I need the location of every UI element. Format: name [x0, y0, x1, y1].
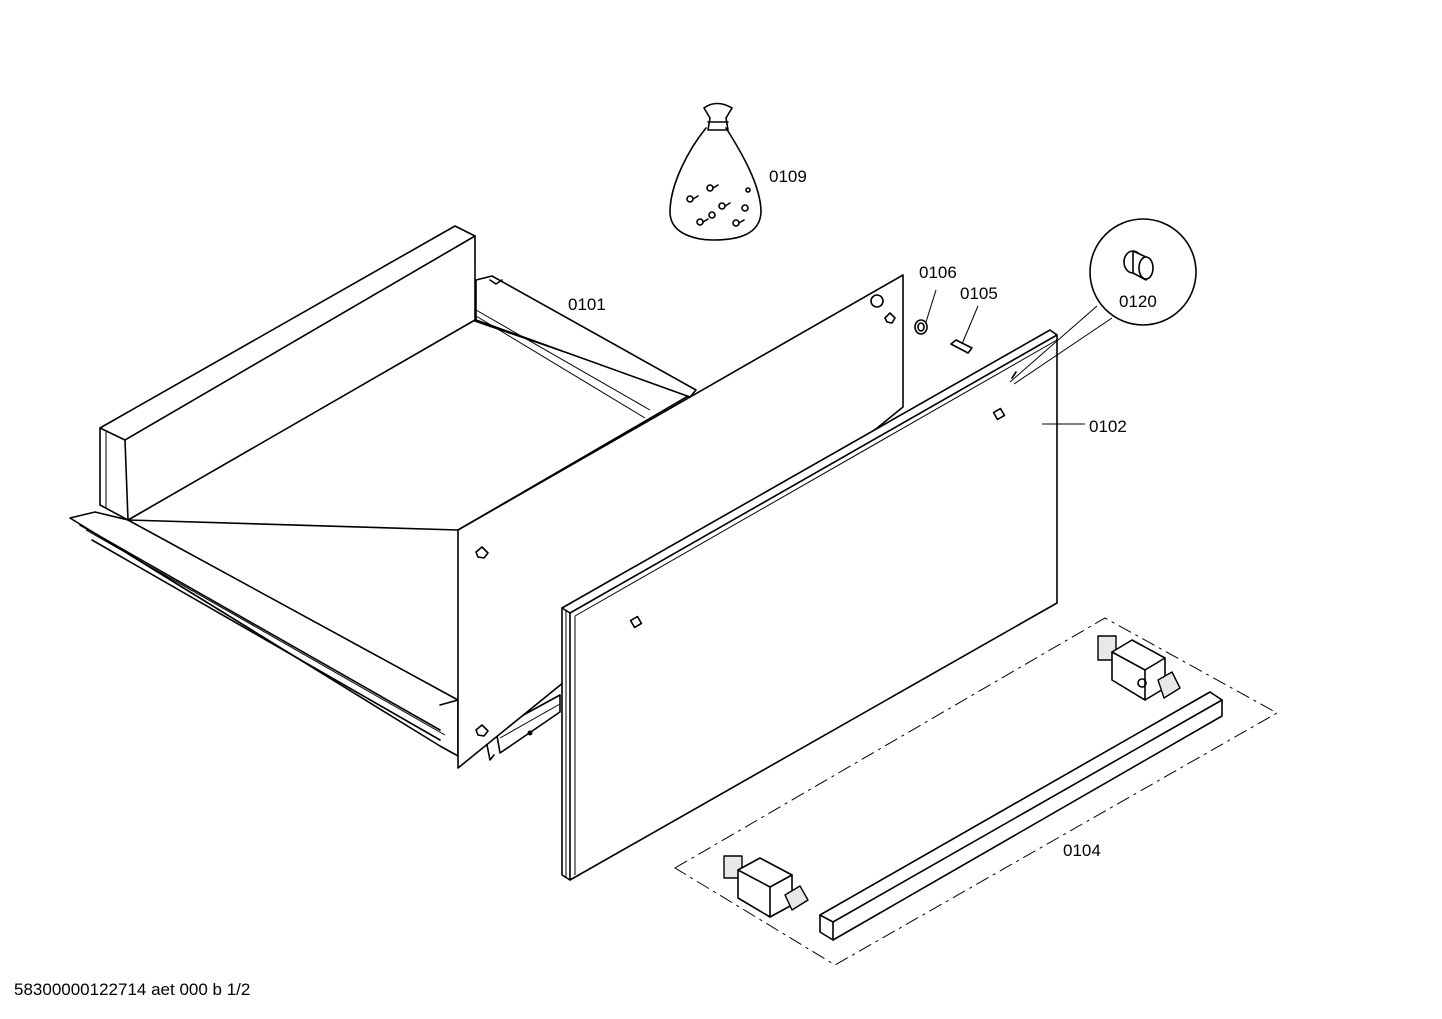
handle-assembly	[674, 617, 1279, 966]
label-0106: 0106	[919, 263, 957, 282]
label-0102: 0102	[1089, 417, 1127, 436]
part-0120-callout	[1009, 218, 1197, 385]
pin-icon	[1123, 250, 1154, 281]
screw-icon	[475, 294, 896, 737]
label-0120: 0120	[1119, 292, 1157, 311]
part-0109-screw-bag	[669, 102, 762, 241]
label-0105: 0105	[960, 284, 998, 303]
part-0106-nut	[914, 289, 937, 335]
handle-bracket-right	[1097, 635, 1181, 701]
screw-icon	[686, 184, 751, 227]
drawer-body	[69, 225, 697, 761]
part-0105-pin	[950, 305, 979, 354]
label-0101: 0101	[568, 295, 606, 314]
handle-bracket-left	[723, 855, 809, 918]
label-0104: 0104	[1063, 841, 1101, 860]
front-panel	[561, 329, 1058, 881]
label-0109: 0109	[769, 167, 807, 186]
drawing-reference-footer: 58300000122714 aet 000 b 1/2	[14, 980, 251, 999]
